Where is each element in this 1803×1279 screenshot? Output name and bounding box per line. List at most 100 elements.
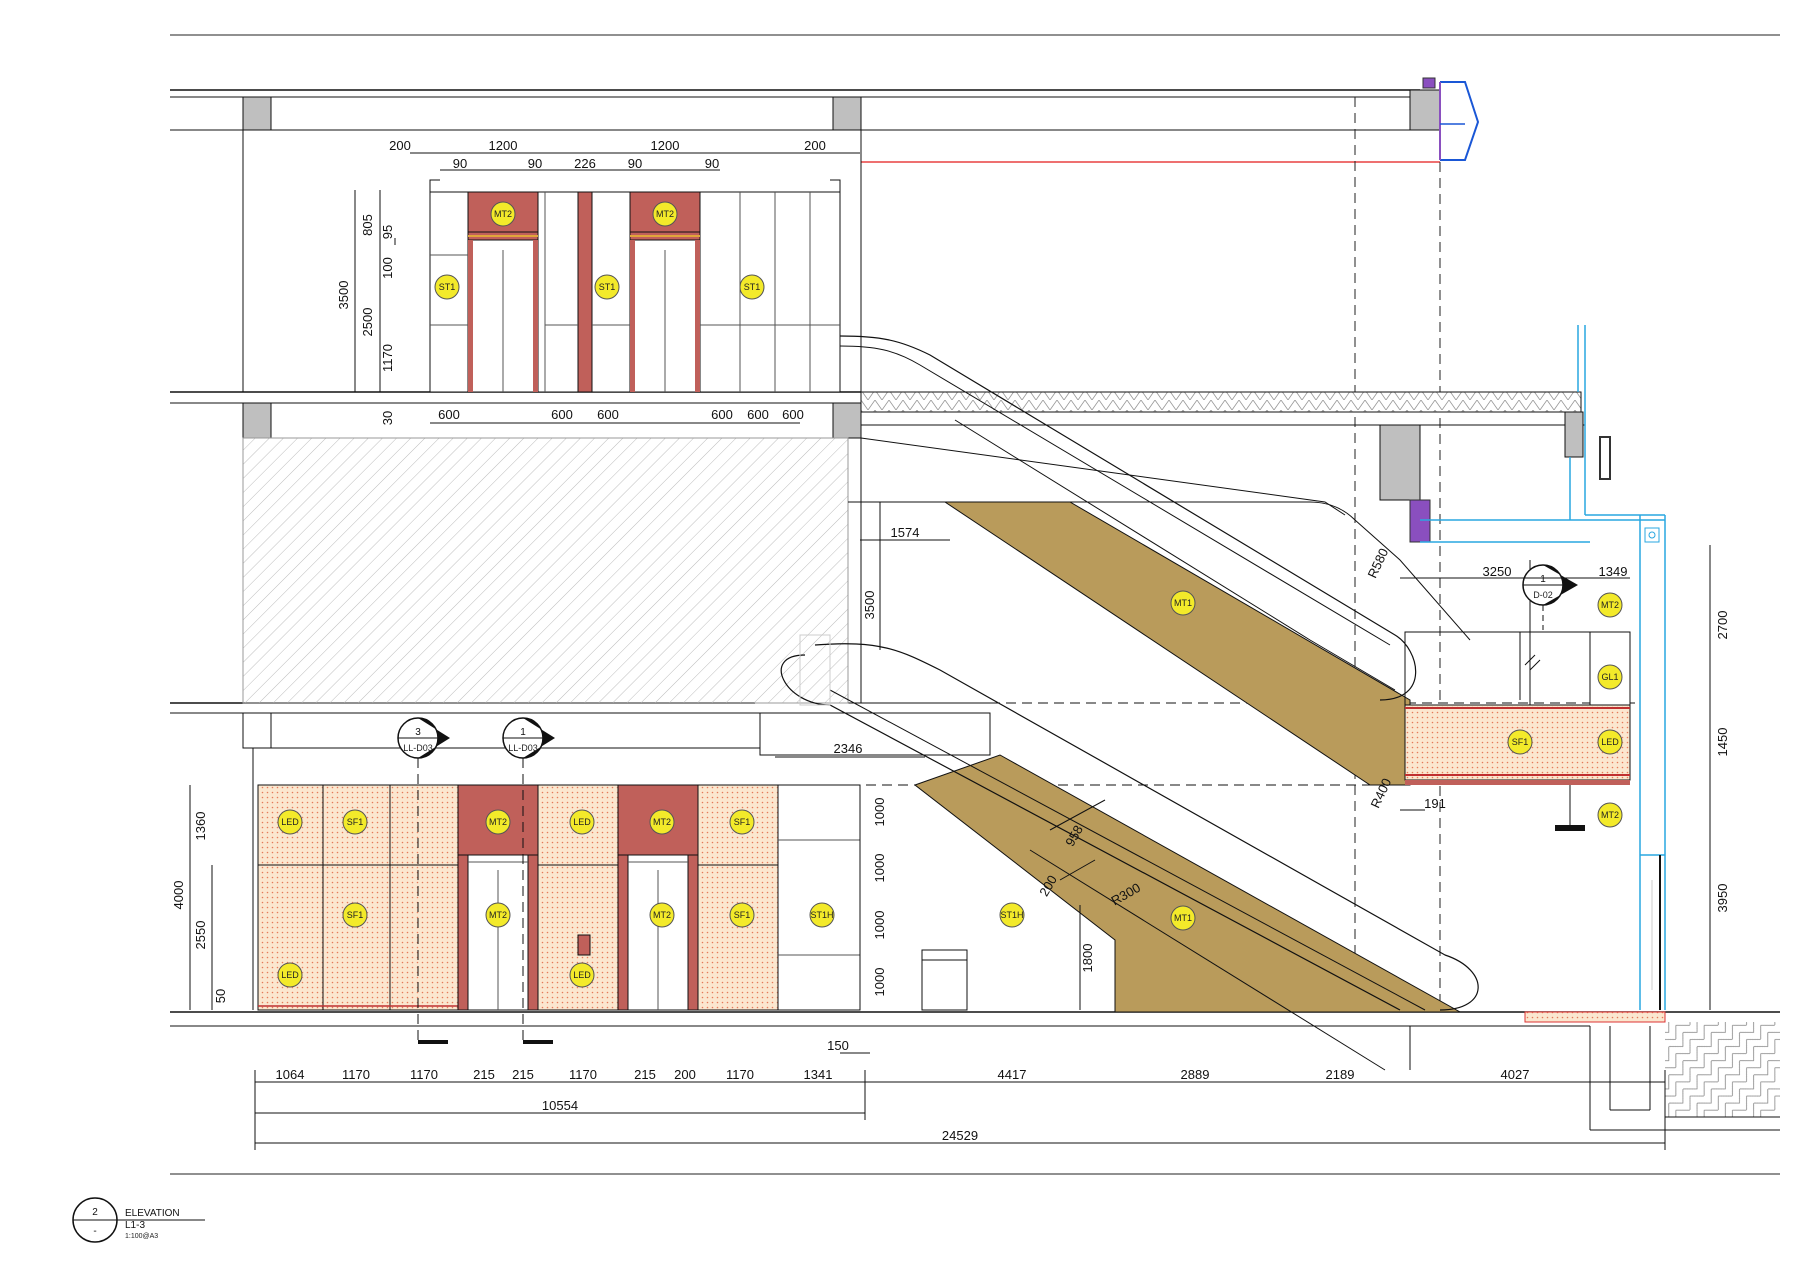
- dim-upper-sub-2: 90: [528, 156, 542, 171]
- title-block: [72, 1197, 205, 1243]
- material-tag-st1: ST1: [434, 274, 460, 300]
- svg-text:MT1: MT1: [1174, 598, 1192, 608]
- dim-1574: 1574: [891, 525, 920, 540]
- section-marker-d02-number: 1: [1540, 574, 1546, 585]
- section-marker-1-number: 1: [520, 727, 526, 738]
- material-tag-sf1: SF1: [729, 902, 755, 928]
- dim-upper-v-30: 30: [380, 411, 395, 425]
- section-marker-d02-ref: D-02: [1533, 590, 1553, 600]
- dim-upper-v-2500: 2500: [360, 308, 375, 337]
- material-tag-sf1: SF1: [342, 809, 368, 835]
- roof-slab: [170, 89, 1441, 163]
- dim-bottom-11: 4417: [998, 1067, 1027, 1082]
- dim-3950: 3950: [1715, 884, 1730, 913]
- material-tag-mt2: MT2: [1597, 592, 1623, 618]
- glass-railing: [1420, 325, 1666, 1010]
- dim-bottom-14: 4027: [1501, 1067, 1530, 1082]
- material-tag-led: LED: [277, 962, 303, 988]
- svg-text:LED: LED: [573, 970, 591, 980]
- material-tag-sf1: SF1: [1507, 729, 1533, 755]
- title-block-number: 2: [92, 1207, 98, 1218]
- svg-text:MT2: MT2: [489, 817, 507, 827]
- title-block-level: L1-3: [125, 1220, 145, 1231]
- svg-text:LED: LED: [573, 817, 591, 827]
- svg-text:MT2: MT2: [494, 209, 512, 219]
- dim-upper-v-100: 100: [380, 257, 395, 279]
- material-tag-led: LED: [569, 962, 595, 988]
- dim-bottom-2: 1170: [342, 1067, 370, 1082]
- svg-text:GL1: GL1: [1601, 672, 1618, 682]
- dim-1000-3: 1000: [872, 911, 887, 940]
- dim-upper-bottom-3: 600: [597, 407, 619, 422]
- title-block-title: ELEVATION: [125, 1208, 180, 1219]
- svg-text:SF1: SF1: [347, 817, 364, 827]
- section-marker-3-ref: LL-D03: [403, 743, 433, 753]
- svg-text:LED: LED: [1601, 737, 1619, 747]
- dim-2700: 2700: [1715, 611, 1730, 640]
- svg-text:ST1: ST1: [744, 282, 761, 292]
- dim-bottom-5: 215: [512, 1067, 534, 1082]
- material-tag-st1: ST1: [594, 274, 620, 300]
- dim-150: 150: [827, 1038, 849, 1053]
- dim-2346: 2346: [834, 741, 863, 756]
- dim-upper-bottom-6: 600: [782, 407, 804, 422]
- dim-2550: 2550: [193, 921, 208, 950]
- title-block-sheet: -: [93, 1226, 96, 1237]
- dim-50: 50: [213, 989, 228, 1003]
- material-tag-sf1: SF1: [729, 809, 755, 835]
- dim-bottom-1: 1064: [276, 1067, 305, 1082]
- svg-text:SF1: SF1: [734, 910, 751, 920]
- dim-upper-sub-5: 90: [705, 156, 719, 171]
- roof-canopy: [1422, 77, 1480, 161]
- section-marker-3-number: 3: [415, 727, 421, 738]
- dim-upper-v-1170: 1170: [380, 344, 395, 372]
- dim-bottom-9: 1170: [726, 1067, 754, 1082]
- svg-text:SF1: SF1: [734, 817, 751, 827]
- svg-text:MT1: MT1: [1174, 913, 1192, 923]
- section-markers: [397, 564, 1578, 1044]
- hatched-wall: [242, 437, 849, 704]
- dimension-lines: [189, 152, 1711, 1150]
- dim-upper-top-3: 1200: [651, 138, 680, 153]
- section-marker-1-ref: LL-D03: [508, 743, 538, 753]
- ground-line: [170, 1011, 1780, 1131]
- material-tag-sf1: SF1: [342, 902, 368, 928]
- dim-4000: 4000: [171, 881, 186, 910]
- dim-1000-2: 1000: [872, 854, 887, 883]
- material-tag-led: LED: [1597, 729, 1623, 755]
- material-tag-mt2: MT2: [649, 902, 675, 928]
- material-tag-mt2: MT2: [649, 809, 675, 835]
- material-tag-mt2: MT2: [490, 201, 516, 227]
- dim-bottom-7: 215: [634, 1067, 656, 1082]
- title-block-scale: 1:100@A3: [125, 1233, 158, 1240]
- material-tag-mt2: MT2: [485, 809, 511, 835]
- svg-text:ST1: ST1: [439, 282, 456, 292]
- dim-bottom-12: 2889: [1181, 1067, 1210, 1082]
- material-tag-mt1: MT1: [1170, 905, 1196, 931]
- material-tag-st1: ST1: [739, 274, 765, 300]
- svg-text:LED: LED: [281, 970, 299, 980]
- svg-text:ST1: ST1: [599, 282, 616, 292]
- material-tag-mt1: MT1: [1170, 590, 1196, 616]
- dim-upper-v-95: 95: [380, 225, 395, 239]
- svg-text:MT2: MT2: [1601, 810, 1619, 820]
- svg-text:MT2: MT2: [653, 817, 671, 827]
- svg-text:MT2: MT2: [489, 910, 507, 920]
- dim-1450: 1450: [1715, 728, 1730, 757]
- svg-text:LED: LED: [281, 817, 299, 827]
- dim-upper-v-805: 805: [360, 214, 375, 236]
- svg-text:ST1H: ST1H: [810, 910, 833, 920]
- material-tag-mt2: MT2: [485, 902, 511, 928]
- svg-text:SF1: SF1: [1512, 737, 1529, 747]
- level2-slab: [170, 391, 1585, 543]
- material-tag-gl1: GL1: [1597, 664, 1623, 690]
- dim-upper-sub-4: 90: [628, 156, 642, 171]
- dim-total-10554: 10554: [542, 1098, 578, 1113]
- material-tag-mt2: MT2: [1597, 802, 1623, 828]
- dim-upper-bottom-5: 600: [747, 407, 769, 422]
- dim-1800: 1800: [1080, 944, 1095, 973]
- dim-bottom-4: 215: [473, 1067, 495, 1082]
- dim-1000-4: 1000: [872, 968, 887, 997]
